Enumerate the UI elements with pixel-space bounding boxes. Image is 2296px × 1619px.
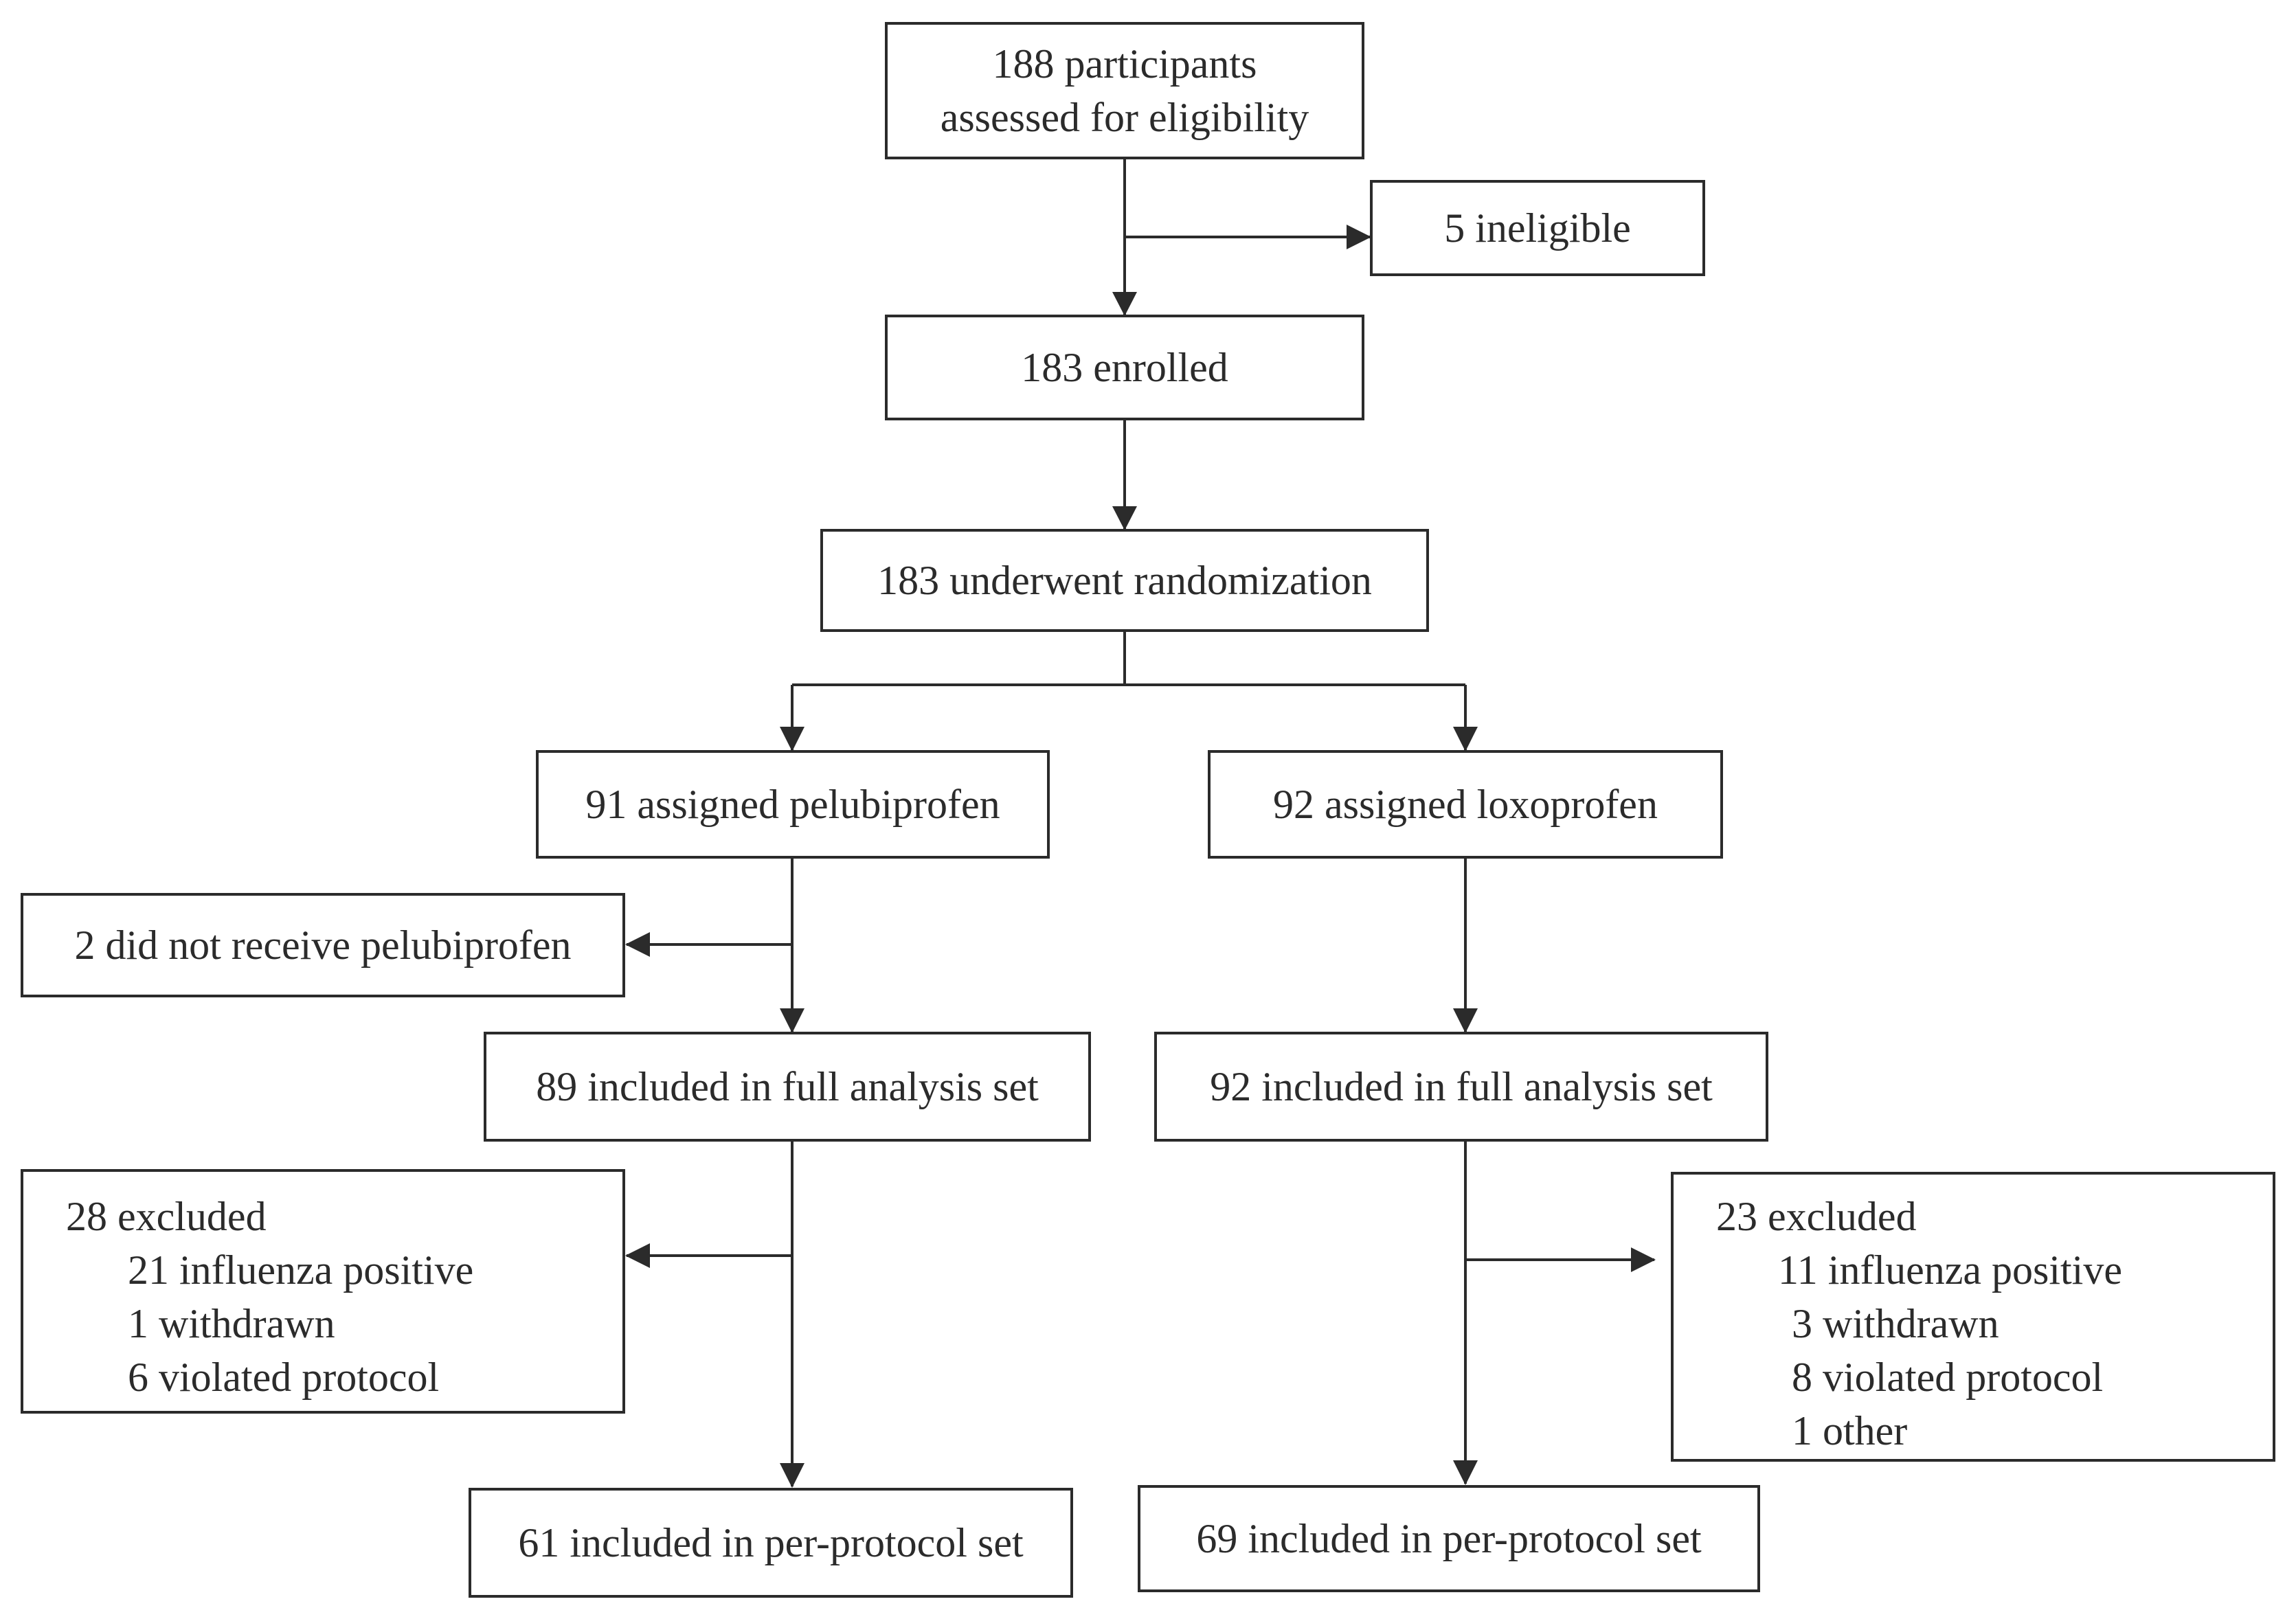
- box-not-received: 2 did not receive pelubiprofen: [21, 893, 625, 997]
- box-pps-left-text: 61 included in per-protocol set: [518, 1520, 1024, 1565]
- box-fas-left: 89 included in full analysis set: [484, 1032, 1091, 1142]
- box-fas-right: 92 included in full analysis set: [1154, 1032, 1768, 1142]
- box-loxoprofen: 92 assigned loxoprofen: [1208, 750, 1723, 859]
- arrowhead: [1112, 292, 1137, 316]
- box-ineligible-text: 5 ineligible: [1444, 205, 1631, 251]
- arrowhead: [1453, 1460, 1478, 1485]
- box-assessed-line2: assessed for eligibility: [940, 95, 1309, 140]
- excluded-right-item: 3 withdrawn: [1792, 1301, 1999, 1346]
- box-pps-left: 61 included in per-protocol set: [469, 1488, 1073, 1598]
- box-enrolled-text: 183 enrolled: [1021, 345, 1228, 390]
- box-ineligible: 5 ineligible: [1370, 180, 1705, 276]
- excluded-left-title: 28 excluded: [66, 1194, 267, 1239]
- excluded-right-item: 11 influenza positive: [1778, 1247, 2122, 1293]
- arrowhead: [625, 1243, 650, 1268]
- box-enrolled: 183 enrolled: [885, 315, 1364, 420]
- excluded-right-title: 23 excluded: [1716, 1194, 1917, 1239]
- box-not-received-text: 2 did not receive pelubiprofen: [74, 922, 572, 968]
- box-fas-right-text: 92 included in full analysis set: [1210, 1064, 1713, 1109]
- excluded-right-item: 8 violated protocol: [1792, 1355, 2104, 1400]
- arrowhead: [1347, 225, 1371, 249]
- box-excluded-right: 23 excluded 11 influenza positive 3 with…: [1671, 1172, 2275, 1462]
- box-loxoprofen-text: 92 assigned loxoprofen: [1273, 782, 1658, 827]
- arrowhead: [780, 1463, 804, 1488]
- box-pps-right-text: 69 included in per-protocol set: [1196, 1516, 1702, 1561]
- arrowhead: [1453, 727, 1478, 751]
- excluded-left-item: 21 influenza positive: [128, 1247, 474, 1293]
- excluded-left-item: 1 withdrawn: [128, 1301, 335, 1346]
- box-excluded-left: 28 excluded 21 influenza positive 1 with…: [21, 1169, 625, 1414]
- box-assessed: 188 participants assessed for eligibilit…: [885, 22, 1364, 159]
- box-randomized-text: 183 underwent randomization: [877, 558, 1372, 603]
- excluded-left-item: 6 violated protocol: [128, 1355, 440, 1400]
- arrowhead: [1453, 1008, 1478, 1033]
- box-pelubiprofen: 91 assigned pelubiprofen: [536, 750, 1050, 859]
- box-pps-right: 69 included in per-protocol set: [1138, 1485, 1760, 1592]
- excluded-right-item: 1 other: [1792, 1408, 1908, 1453]
- box-pelubiprofen-text: 91 assigned pelubiprofen: [585, 782, 1000, 827]
- box-assessed-line1: 188 participants: [992, 41, 1257, 87]
- arrowhead: [780, 1008, 804, 1033]
- box-fas-left-text: 89 included in full analysis set: [536, 1064, 1039, 1109]
- arrowhead: [780, 727, 804, 751]
- arrowhead: [1631, 1247, 1656, 1272]
- arrowhead: [1112, 506, 1137, 530]
- arrowhead: [625, 932, 650, 957]
- box-randomized: 183 underwent randomization: [820, 529, 1429, 632]
